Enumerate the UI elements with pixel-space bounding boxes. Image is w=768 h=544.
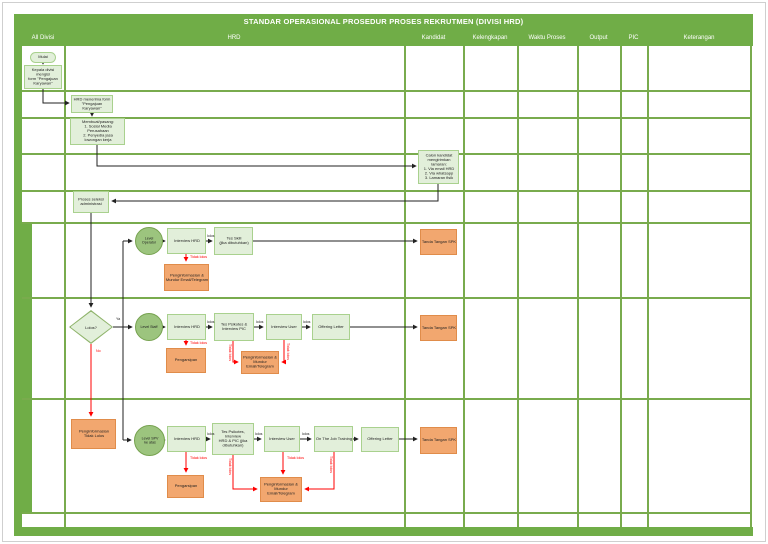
grid-line-v: [64, 46, 66, 527]
grid-line-v: [404, 46, 406, 527]
node-pengarsipan-spv: Pengarsipan: [167, 475, 204, 498]
edge-label-tidak-lolos: Tidak lolos: [328, 456, 333, 474]
grid-line-v: [647, 46, 649, 527]
node-start-mulai: Mulai: [30, 52, 56, 63]
edge-label-tidak-lolos: Tidak lolos: [190, 456, 208, 461]
edge-label-tidak-lolos: Tidak lolos: [190, 255, 208, 260]
node-calon-kandidat-lamaran: Calon kandidat mengirimkan lamaran: 1. V…: [418, 150, 459, 184]
edge-label-lolos: lolos: [303, 320, 311, 325]
table-header: STANDAR OPERASIONAL PROSEDUR PROSES REKR…: [14, 14, 753, 46]
column-header-output: Output: [589, 35, 608, 41]
column-header-pic: PIC: [628, 35, 639, 41]
column-header-keterangan: Keterangan: [683, 35, 715, 41]
node-offering-letter-staff: Offering Letter: [312, 314, 350, 340]
column-header-hrd: HRD: [227, 35, 241, 41]
column-header-kandidat: Kandidat: [421, 35, 446, 41]
node-pengarsipan-staff: Pengarsipan: [166, 348, 206, 373]
node-proses-seleksi-administrasi: Proses seleksi administrasi: [73, 191, 109, 213]
edge-label-lolos: lolos: [302, 432, 310, 437]
node-tanda-tangan-spk-operator: Tanda Tangan SPK: [420, 229, 457, 255]
edge-label-lolos: lolos: [207, 234, 215, 239]
edge-label-tidak-lolos: Tidak lolos: [285, 343, 290, 361]
node-kepala-divisi-form: Kepala divisi mengisi form "Pengajuan Ka…: [24, 65, 62, 89]
grid-line-v: [463, 46, 465, 527]
node-level-spv: Level SPV ke atas: [134, 425, 165, 456]
grid-line-v: [750, 46, 752, 527]
node-interview-hrd-spv: Interview HRD: [167, 426, 206, 452]
column-header-kelengkapan: Kelengkapan: [472, 35, 508, 41]
node-penginformasian-mundur-operator: Penginformasian & Mundur Email/Telegram: [164, 264, 209, 291]
node-level-staff: Level Staff: [135, 313, 163, 341]
node-membuat-pasang-iklan: Membuat/pasang: 1. Sosial Media Perusaha…: [70, 118, 125, 145]
node-tes-skill: Tes Skill (jika dibutuhkan): [214, 227, 253, 255]
phase-group-band: [22, 222, 32, 512]
grid-line-h: [22, 297, 751, 299]
grid-line-h: [22, 90, 751, 92]
edge-label-tidak-lolos: Tidak lolos: [227, 344, 232, 362]
node-tanda-tangan-spk-spv: Tanda Tangan SPK: [420, 427, 457, 454]
edge-label-ya: Ya: [116, 317, 121, 322]
edge-label-no: No: [96, 349, 101, 354]
node-interview-user-staff: Interview User: [266, 314, 302, 340]
node-penginformasian-tidak-lolos: Penginformasian Tidak Lolos: [71, 419, 116, 449]
grid-line-h: [22, 222, 751, 224]
grid-line-v: [577, 46, 579, 527]
edge-label-tidak-lolos: Tidak lolos: [227, 458, 232, 476]
node-hrd-menerima-form: HRD menerima form "Pengajuan Karyawan": [71, 95, 113, 113]
left-border-bar: [14, 14, 22, 536]
bottom-border-bar: [14, 527, 753, 536]
node-offering-letter-spv: Offering Letter: [361, 427, 399, 452]
node-tes-psikotes-hrd-pic: Tes Psikotes, Interview HRD & PIC (jika …: [212, 423, 254, 455]
grid-line-h: [22, 117, 751, 119]
column-header-waktu-proses: Waktu Proses: [528, 35, 566, 41]
page-title: STANDAR OPERASIONAL PROSEDUR PROSES REKR…: [243, 17, 524, 26]
edge-label-lolos: lolos: [256, 320, 264, 325]
grid-line-v: [620, 46, 622, 527]
node-on-the-job-training: On The Job Training: [314, 426, 353, 452]
node-penginformasian-mundur-staff: Penginformasian & Mundur Email/Telegram: [241, 351, 279, 374]
edge-label-tidak-lolos: Tidak lolos: [190, 341, 208, 346]
edge-label-tidak-lolos: Tidak lolos: [287, 456, 305, 461]
column-header-all-divisi: All Divisi: [31, 35, 55, 41]
grid-line-h: [22, 153, 751, 155]
grid-line-v: [517, 46, 519, 527]
node-penginformasian-mundur-spv: Penginformasian & Mundur Email/Telegram: [260, 477, 302, 502]
node-interview-hrd-staff: Interview HRD: [167, 314, 206, 340]
node-interview-hrd-operator: Interview HRD: [167, 228, 206, 254]
grid-line-h: [22, 398, 751, 400]
node-tanda-tangan-spk-staff: Tanda Tangan SPK: [420, 315, 457, 341]
node-tes-psikotes-pic: Tes Psikotes & Interview PIC: [214, 313, 254, 341]
node-level-operator: Level Operator: [135, 227, 163, 255]
edge-label-lolos: lolos: [207, 432, 215, 437]
edge-label-lolos: lolos: [255, 432, 263, 437]
edge-label-lolos: lolos: [207, 320, 215, 325]
node-interview-user-spv: Interview User: [264, 426, 300, 452]
grid-line-h: [22, 512, 751, 514]
grid-line-h: [22, 190, 751, 192]
